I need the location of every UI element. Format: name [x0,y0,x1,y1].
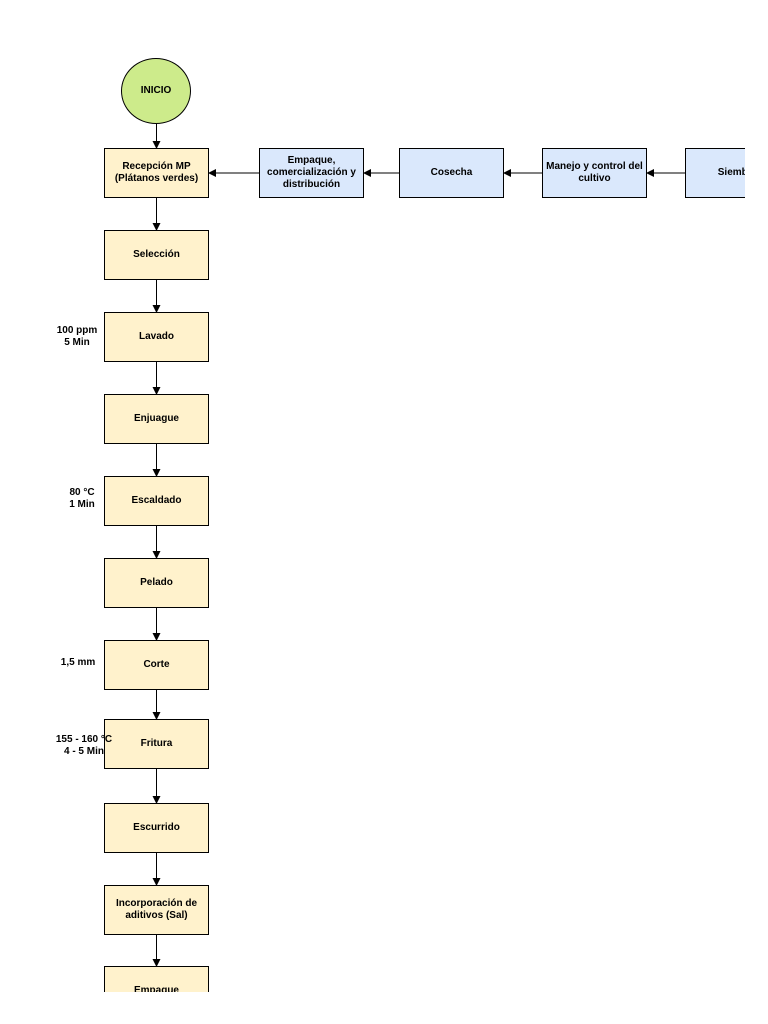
supply-sowing: Siembra [685,148,745,198]
note-blanching: 80 °C 1 Min [69,487,95,510]
step-draining: Escurrido [104,803,209,853]
supply-distribution: Empaque, comercialización y distribución [259,148,364,198]
step-selection: Selección [104,230,209,280]
step-blanching: Escaldado [104,476,209,526]
step-additives: Incorporación de aditivos (Sal) [104,885,209,935]
flowchart-viewport: INICIO Recepción MP (Plátanos verdes) Se… [55,58,745,992]
step-frying: Fritura [104,719,209,769]
step-washing: Lavado [104,312,209,362]
step-rinsing: Enjuague [104,394,209,444]
note-frying: 155 - 160 °C 4 - 5 Min [55,734,113,757]
supply-crop-management: Manejo y control del cultivo [542,148,647,198]
step-reception: Recepción MP (Plátanos verdes) [104,148,209,198]
step-cutting: Corte [104,640,209,690]
note-washing: 100 ppm 5 Min [56,325,98,348]
step-packaging: Empaque [104,966,209,992]
flowchart-connectors [152,124,685,967]
step-peeling: Pelado [104,558,209,608]
supply-harvest: Cosecha [399,148,504,198]
note-cutting: 1,5 mm [60,657,96,668]
start-node: INICIO [121,58,191,124]
